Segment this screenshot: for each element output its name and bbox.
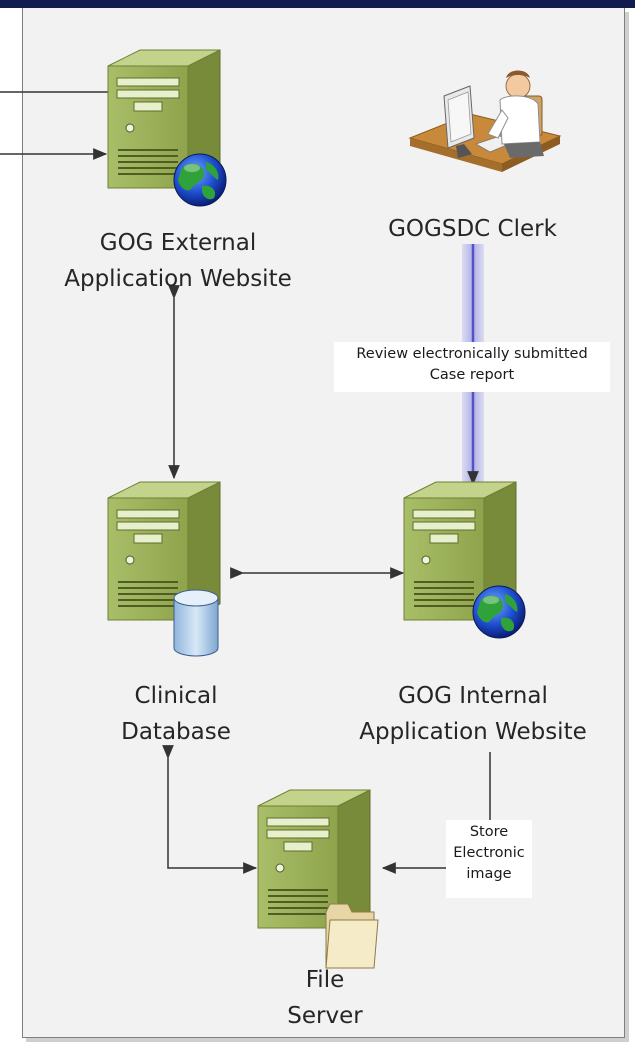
label-clinical-database: Clinical Database xyxy=(86,678,266,750)
edge-label-store: Store Electronic image xyxy=(446,820,532,898)
edge-label-review: Review electronically submitted Case rep… xyxy=(334,342,610,392)
label-line: Application Website xyxy=(359,719,587,745)
label-line: File xyxy=(305,967,345,993)
label-line: Electronic xyxy=(453,845,525,861)
label-line: Review electronically submitted xyxy=(356,346,588,362)
globe-icon xyxy=(173,153,227,207)
label-line: Server xyxy=(287,1003,363,1029)
label-line: Application Website xyxy=(64,266,292,292)
edge-database-to-file-server xyxy=(162,745,258,874)
label-internal-website: GOG Internal Application Website xyxy=(338,678,608,750)
label-line: GOG Internal xyxy=(398,683,548,709)
server-file-server xyxy=(257,789,371,929)
folder-icon xyxy=(325,903,379,969)
label-line: Clinical xyxy=(134,683,218,709)
database-icon xyxy=(173,589,219,657)
label-external-website: GOG External Application Website xyxy=(48,225,308,297)
label-line: Database xyxy=(121,719,231,745)
label-clerk: GOGSDC Clerk xyxy=(360,211,585,247)
label-file-server: File Server xyxy=(250,962,400,1034)
globe-icon xyxy=(472,585,526,639)
connector-incoming-lines xyxy=(0,91,109,160)
label-line: image xyxy=(466,866,512,882)
label-line: Case report xyxy=(429,367,515,383)
label-line: GOG External xyxy=(99,230,257,256)
header-bar xyxy=(0,0,635,8)
label-line: GOGSDC Clerk xyxy=(388,216,557,242)
label-line: Store xyxy=(469,824,509,840)
user-at-computer-icon xyxy=(408,70,562,172)
